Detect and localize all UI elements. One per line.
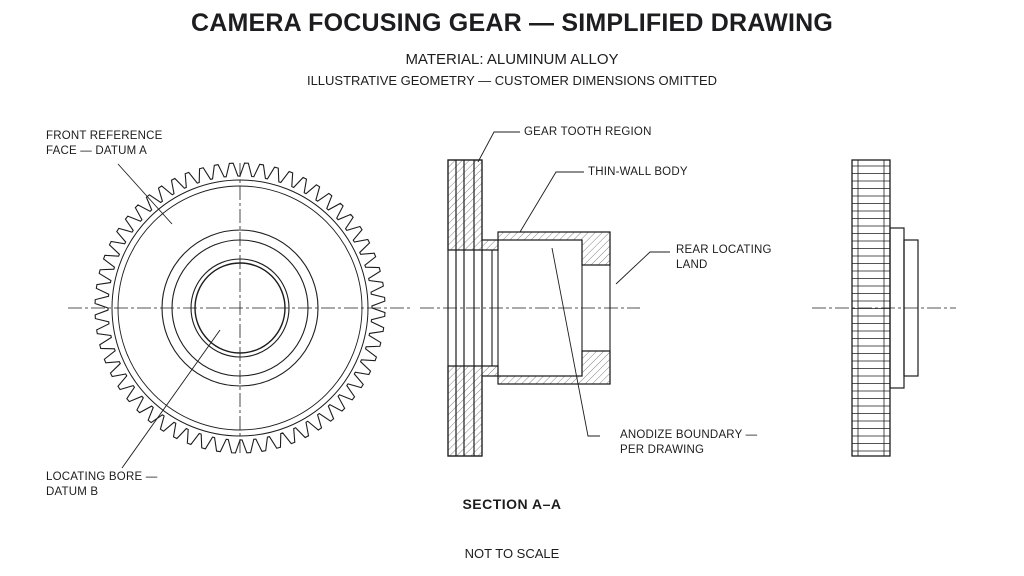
section-caption: SECTION A–A [462,496,562,512]
section-leaders [477,131,670,437]
label-datum-a-line2: FACE — DATUM A [46,145,147,157]
section-bottom-material [447,350,611,457]
label-datum-b-line1: LOCATING BORE — [46,471,158,483]
hub-outer-circle [161,229,319,387]
label-anodize-boundary: ANODIZE BOUNDARY — PER DRAWING [620,428,757,458]
section-bore [448,232,611,384]
label-thin-wall-body: THIN-WALL BODY [588,166,688,178]
label-datum-a: FRONT REFERENCE FACE — DATUM A [46,129,163,159]
label-anodize-line2: PER DRAWING [620,444,705,456]
hub-inner-circle [171,239,309,377]
label-datum-b-line2: DATUM B [46,486,99,498]
gear-teeth-profile [94,162,386,454]
material-note: MATERIAL: ALUMINUM ALLOY [405,51,619,68]
label-rear-locating-land: REAR LOCATING LAND [676,243,772,273]
label-datum-a-line1: FRONT REFERENCE [46,130,163,142]
front-view-leaders [117,163,221,469]
label-anodize-line1: ANODIZE BOUNDARY — [620,429,758,441]
label-datum-b: LOCATING BORE — DATUM B [46,470,157,500]
gear-root-circle [111,179,369,437]
side-view [812,159,956,457]
section-view [420,131,670,457]
locating-bore-circle [194,262,286,354]
label-rear-land-line1: REAR LOCATING [676,244,772,256]
dimensions-note: ILLUSTRATIVE GEOMETRY — CUSTOMER DIMENSI… [306,73,718,88]
section-top-material [447,159,611,266]
side-hub-land [903,239,919,377]
drawing-title: CAMERA FOCUSING GEAR — SIMPLIFIED DRAWIN… [190,9,833,37]
label-gear-tooth-region: GEAR TOOTH REGION [524,126,652,138]
front-view [68,162,410,469]
label-rear-land-line2: LAND [676,259,708,271]
bore-chamfer-circle [190,258,290,358]
front-view-centerlines [68,163,410,455]
scale-note: NOT TO SCALE [464,546,560,561]
front-face-inner-circle [117,185,363,431]
